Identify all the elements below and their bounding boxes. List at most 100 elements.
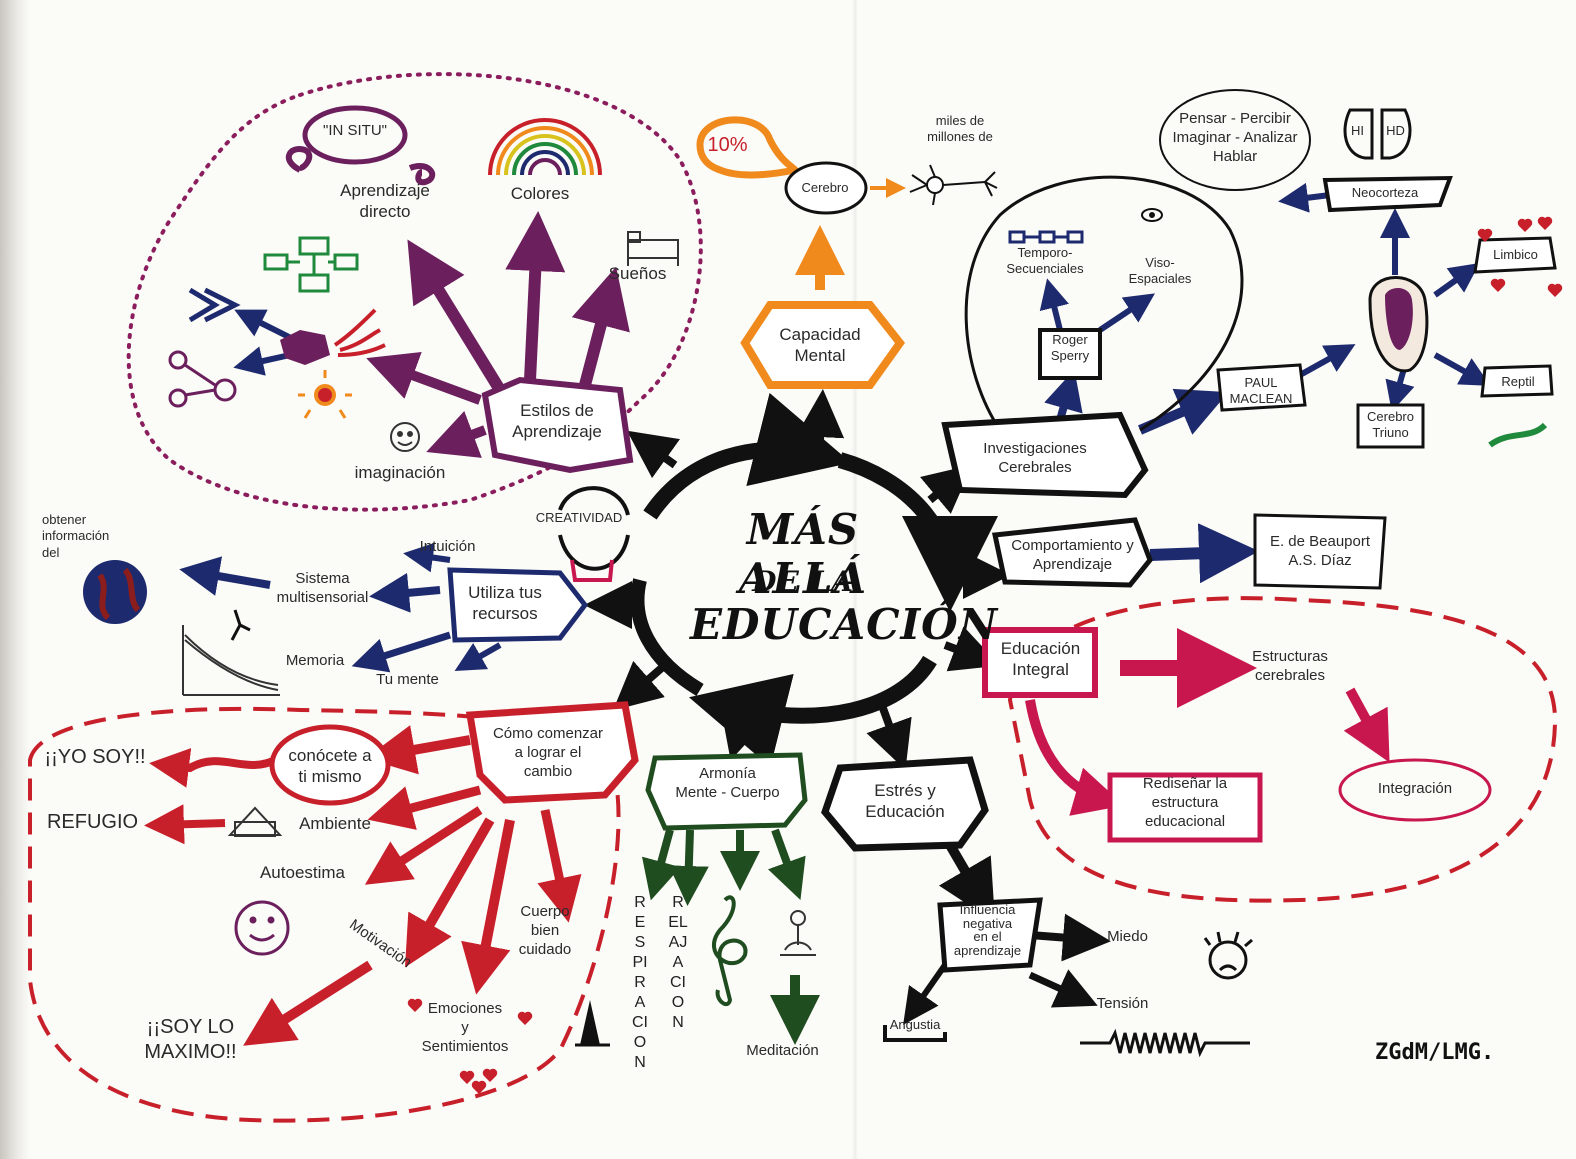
triuno-box: [1356, 403, 1425, 449]
label-estructuras: Estructuras cerebrales: [1252, 648, 1328, 684]
arrow-to-paul: [1138, 388, 1229, 435]
arrow-to-armonia: [720, 707, 767, 761]
paul-box: [1216, 363, 1307, 412]
label-angustia: Angustia: [889, 1017, 941, 1032]
label-pct: 10%: [707, 134, 748, 156]
label-neocorteza: Neocorteza: [1351, 185, 1419, 200]
label-integracion: Integración: [1377, 780, 1453, 797]
label-memoria: Memoria: [285, 652, 345, 669]
graph-illustration: [182, 609, 280, 696]
creativity-lamp-illustration: [558, 486, 630, 582]
triune-brain-illustration: [1368, 276, 1429, 373]
arrow-to-conocete: [365, 725, 471, 775]
label-comportamiento: Comportamiento y Aprendizaje: [1011, 537, 1134, 573]
label-miles: miles de millones de: [927, 113, 993, 145]
arrow-to-beauport: [1149, 523, 1259, 584]
arrow-to-angustia: [903, 963, 948, 1025]
center-arc-top: [643, 392, 852, 520]
arrow-to-miedo: [1029, 913, 1111, 962]
book-margin-shadow: [0, 0, 30, 1159]
label-hd: HD: [1386, 123, 1405, 138]
center-arc-bottom: [688, 655, 937, 768]
glasses-illustration: [1008, 230, 1084, 244]
label-imaginacion: imaginación: [354, 463, 446, 482]
label-utiliza: Utiliza tus recursos: [468, 583, 542, 624]
tension-waveform-illustration: [1080, 1028, 1250, 1058]
author-signature: ZGdM/LMG.: [1375, 1040, 1495, 1065]
arrow-to-cuerpo: [537, 809, 582, 923]
meditation-figure-illustration: [780, 910, 816, 956]
influencia-box: [937, 897, 1043, 973]
comportamiento-box: [991, 517, 1153, 588]
label-educacion-integral: Educación Integral: [1000, 639, 1081, 680]
label-beauport: E. de Beauport A.S. Díaz: [1269, 533, 1371, 569]
arrow-to-aprendizaje-directo: [407, 239, 506, 394]
label-in-situ: "IN SITU": [323, 122, 387, 139]
label-cerebro-triuno: Cerebro Triuno: [1367, 409, 1414, 441]
central-title-line1: MÁS ALLÁ: [738, 505, 868, 603]
arrow-to-educacion-integral: [943, 626, 1000, 672]
arrow-to-motivacion: [405, 817, 495, 968]
globe-illustration: [83, 560, 147, 624]
label-cuerpo: Cuerpo bien cuidado: [518, 903, 572, 958]
page-fold: [852, 0, 858, 1159]
brain-hemispheres-illustration: [1343, 108, 1412, 160]
rainbow-illustration: [488, 118, 602, 176]
pct-drop: [696, 116, 803, 179]
label-refugio: REFUGIO: [46, 811, 139, 833]
arrow-to-temporo: [1039, 278, 1069, 331]
integracion-oval: [1338, 758, 1492, 822]
arrow-to-brain-map: [366, 351, 482, 405]
arrow-to-influencia: [938, 842, 996, 923]
lizard-illustration: [1488, 422, 1548, 448]
arrow-to-yoga: [768, 828, 806, 901]
como-box: [465, 701, 639, 804]
pensar-oval: [1159, 89, 1311, 191]
arrow-to-autoestima: [364, 806, 483, 885]
arrow-to-emociones: [461, 819, 515, 995]
armonia-box: [645, 752, 808, 831]
angustia-underline: [883, 1025, 947, 1042]
neuron-illustration: [909, 164, 998, 206]
swirl-decoration: [285, 146, 436, 186]
arrow-to-imaginacion: [426, 411, 487, 458]
arrow-to-pensar: [1278, 182, 1331, 213]
center-arc-left: [630, 578, 704, 697]
label-intuicion: Intuición: [419, 538, 476, 555]
label-emociones: Emociones y Sentimientos: [421, 1000, 509, 1055]
label-sistema: Sistema multisensorial: [276, 570, 369, 606]
arrow-to-redisenar: [1025, 699, 1125, 816]
label-roger: Roger Sperry: [1050, 332, 1090, 364]
label-redisenar: Rediseñar la estructura educacional: [1142, 775, 1228, 830]
autoestima-smiley-illustration: [234, 900, 290, 956]
arrow-to-suenos: [571, 266, 630, 387]
label-relajacion: RELAJACION: [668, 894, 688, 1031]
label-cerebro: Cerebro: [801, 180, 849, 195]
label-capacidad: Capacidad Mental: [779, 325, 861, 366]
arrow-brain-map-1: [234, 309, 297, 343]
arrow-to-ambiente: [367, 785, 482, 830]
label-soy-lo-maximo: ¡¡SOY LO MAXIMO!!: [144, 1016, 237, 1063]
arrow-to-soy-lo-maximo: [243, 960, 373, 1046]
investigaciones-box: [941, 411, 1149, 499]
label-miedo: Miedo: [1107, 928, 1148, 945]
arrow-to-capacidad: [796, 389, 845, 441]
label-hi: HI: [1351, 123, 1364, 138]
arrow-to-integracion: [1343, 687, 1390, 763]
hearts-illustration: [407, 216, 1563, 1094]
redisenar-box: [1107, 772, 1263, 843]
learning-styles-dotted-region: [126, 72, 703, 512]
neocorteza-box: [1322, 175, 1453, 213]
eye-illustration: [1141, 208, 1163, 222]
arrow-to-refugio: [144, 804, 226, 845]
hut-illustration: [227, 806, 283, 837]
arrow-to-yo-soy: [149, 748, 277, 788]
brain-mindmap-illustration: [168, 287, 386, 419]
arrow-to-roger: [1044, 369, 1083, 422]
educacion-integral-dashed-region: [1007, 596, 1558, 903]
investigaciones-lightbulb: [964, 175, 1244, 432]
label-meditacion: Meditación: [746, 1042, 819, 1059]
arrow-to-como: [612, 660, 668, 711]
